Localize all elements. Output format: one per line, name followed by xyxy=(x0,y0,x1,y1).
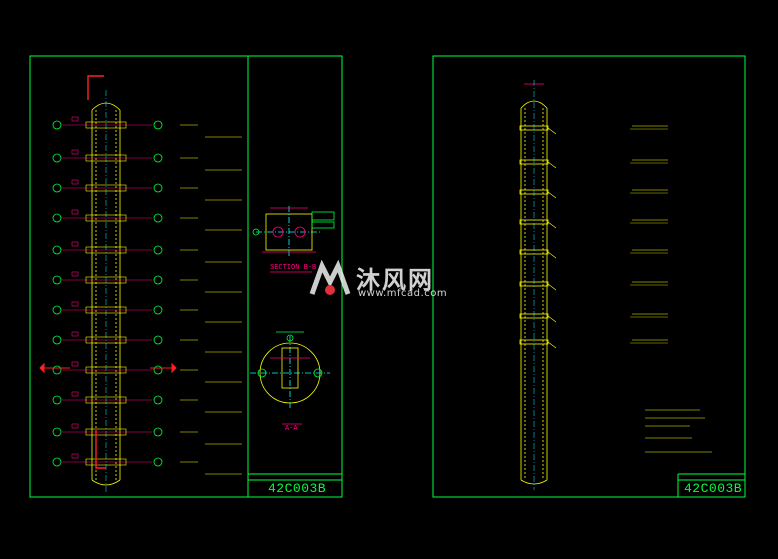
left-platform xyxy=(85,458,127,466)
right-level-bubble xyxy=(153,305,163,315)
left-level-bubble xyxy=(52,275,62,285)
right-level-bubble xyxy=(153,213,163,223)
right-level-bubble xyxy=(153,275,163,285)
left-level-bubble xyxy=(52,213,62,223)
right-level-bubble xyxy=(153,153,163,163)
left-nozzle-tag xyxy=(71,149,79,155)
right-support xyxy=(547,127,557,135)
left-nozzle-tag xyxy=(71,179,79,185)
left-platform xyxy=(85,276,127,284)
left-nozzle-tag xyxy=(71,331,79,337)
left-platform xyxy=(85,184,127,192)
right-support xyxy=(547,221,557,229)
right-support xyxy=(547,283,557,291)
right-level-bubble xyxy=(153,457,163,467)
left-nozzle-tag xyxy=(71,301,79,307)
left-elevation-levels xyxy=(52,116,242,475)
left-platform xyxy=(85,336,127,344)
right-support xyxy=(547,251,557,259)
left-elevation-column xyxy=(91,102,121,486)
left-level-bubble xyxy=(52,120,62,130)
left-level-bubble xyxy=(52,305,62,315)
left-nozzle-tag xyxy=(71,116,79,122)
right-level-bubble xyxy=(153,427,163,437)
left-level-bubble xyxy=(52,365,62,375)
right-level-bubble xyxy=(153,365,163,375)
left-platform xyxy=(85,214,127,222)
left-platform xyxy=(85,154,127,162)
right-elevation-column xyxy=(520,83,548,485)
left-drawing-code: 42C003B xyxy=(268,481,327,496)
left-level-bubble xyxy=(52,427,62,437)
left-nozzle-tag xyxy=(71,241,79,247)
left-level-bubble xyxy=(52,335,62,345)
left-platform xyxy=(85,396,127,404)
right-elevation-levels xyxy=(519,125,668,349)
left-platform xyxy=(85,366,127,374)
watermark: 沐风网 www.mfcad.com xyxy=(308,258,473,304)
right-support xyxy=(547,161,557,169)
right-level-bubble xyxy=(153,120,163,130)
left-nozzle-tag xyxy=(71,271,79,277)
bottom-nozzle xyxy=(95,430,106,469)
right-level-bubble xyxy=(153,395,163,405)
right-drawing-code: 42C003B xyxy=(684,481,743,496)
left-platform xyxy=(85,121,127,129)
section-aa-view xyxy=(250,331,330,410)
watermark-url: www.mfcad.com xyxy=(358,288,448,299)
section-bb-view xyxy=(252,206,335,258)
left-level-bubble xyxy=(52,183,62,193)
left-platform xyxy=(85,428,127,436)
right-level-bubble xyxy=(153,183,163,193)
left-level-bubble xyxy=(52,245,62,255)
top-nozzle xyxy=(87,75,104,100)
right-level-bubble xyxy=(153,335,163,345)
left-nozzle-tag xyxy=(71,209,79,215)
right-notes-block xyxy=(645,409,712,453)
left-platform xyxy=(85,306,127,314)
right-level-bubble xyxy=(153,245,163,255)
right-support xyxy=(547,315,557,323)
section-aa-label: A-A xyxy=(285,425,298,433)
left-nozzle-tag xyxy=(71,361,79,367)
left-level-bubble xyxy=(52,153,62,163)
watermark-logo-icon xyxy=(309,260,351,295)
right-support xyxy=(547,191,557,199)
right-sheet-frame xyxy=(432,55,746,498)
left-nozzle-tag xyxy=(71,391,79,397)
watermark-text: 沐风网 xyxy=(356,266,434,294)
left-level-bubble xyxy=(52,395,62,405)
section-a-markers xyxy=(39,362,177,374)
left-nozzle-tag xyxy=(71,423,79,429)
left-level-bubble xyxy=(52,457,62,467)
section-bb-label: SECTION B-B xyxy=(270,264,317,272)
right-support xyxy=(547,341,557,349)
left-platform xyxy=(85,246,127,254)
right-platform xyxy=(519,125,549,131)
left-nozzle-tag xyxy=(71,453,79,459)
